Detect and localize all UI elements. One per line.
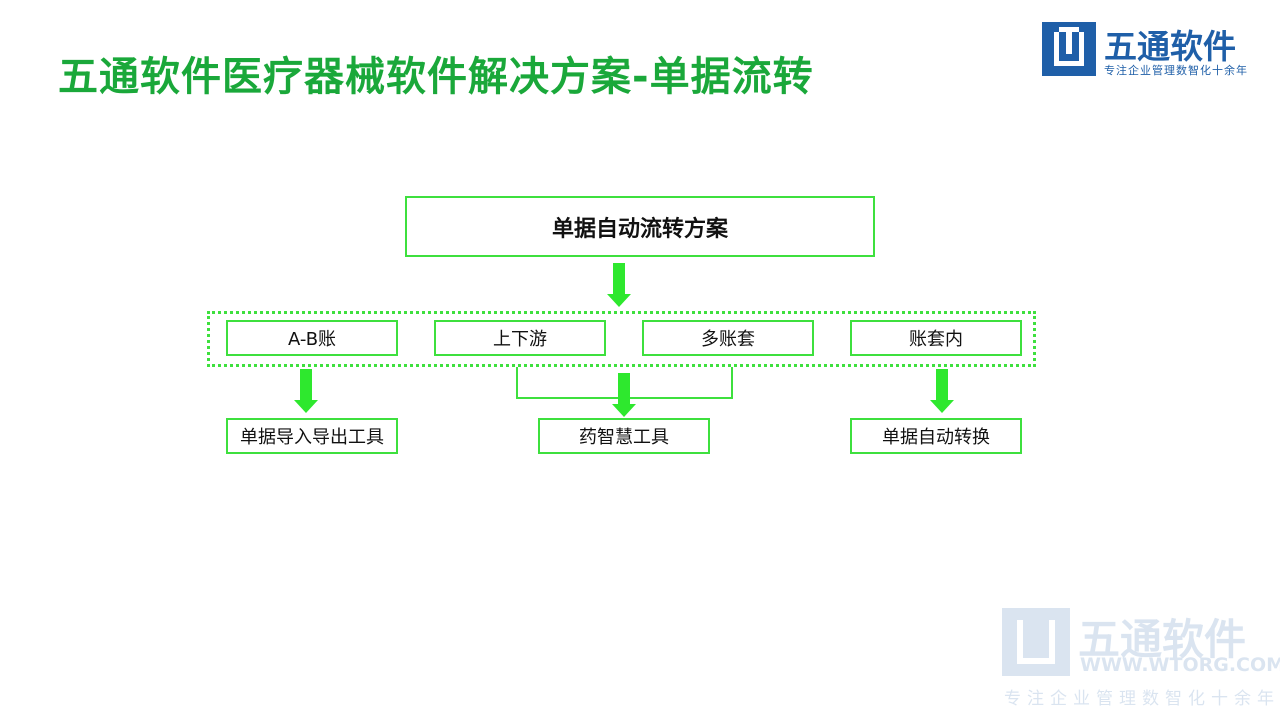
watermark-slogan: 专注企业管理数智化十余年 bbox=[1004, 689, 1280, 709]
page-title: 五通软件医疗器械软件解决方案-单据流转 bbox=[58, 54, 814, 100]
result-node-yaozhihui: 药智慧工具 bbox=[538, 418, 710, 454]
result-node-import-export: 单据导入导出工具 bbox=[226, 418, 398, 454]
company-logo: 五通软件 专注企业管理数智化十余年 bbox=[1042, 22, 1252, 78]
result-node-auto-convert: 单据自动转换 bbox=[850, 418, 1022, 454]
watermark-name: 五通软件 bbox=[1078, 615, 1247, 664]
logo-name: 五通软件 bbox=[1104, 27, 1236, 66]
category-node-multi: 多账套 bbox=[642, 320, 814, 356]
category-group-frame bbox=[207, 311, 1036, 367]
logo-slogan: 专注企业管理数智化十余年 bbox=[1104, 64, 1248, 77]
watermark-logo-icon bbox=[1002, 608, 1070, 676]
category-node-inside: 账套内 bbox=[850, 320, 1022, 356]
watermark-url: WWW.WTORG.COM bbox=[1080, 654, 1280, 676]
logo-mark-icon bbox=[1042, 22, 1096, 76]
diagram-root-node: 单据自动流转方案 bbox=[405, 196, 875, 257]
category-node-ab: A-B账 bbox=[226, 320, 398, 356]
category-node-updown: 上下游 bbox=[434, 320, 606, 356]
watermark: 五通软件 WWW.WTORG.COM 专注企业管理数智化十余年 bbox=[1000, 604, 1280, 714]
